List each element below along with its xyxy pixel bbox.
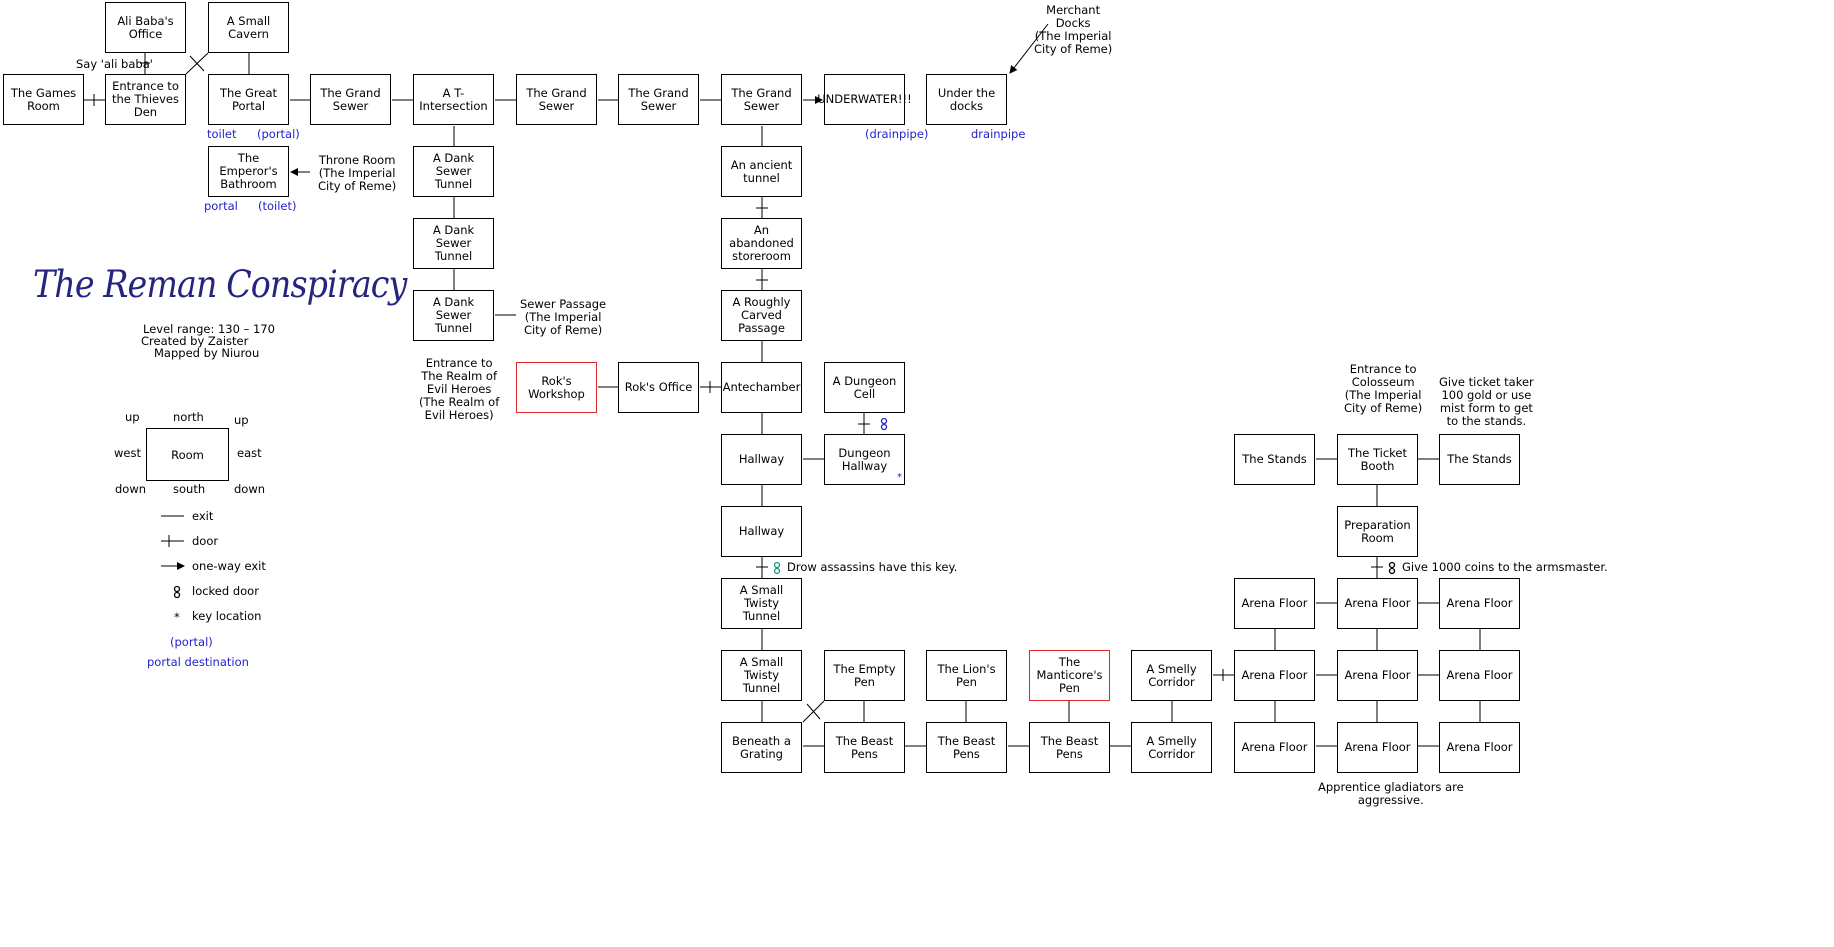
room-small-twisty-tunnel[interactable]: A Small Twisty Tunnel <box>721 578 802 629</box>
room-antechamber[interactable]: Antechamber <box>721 362 802 413</box>
oneway-docks <box>1009 23 1049 74</box>
room-arena-floor[interactable]: Arena Floor <box>1439 722 1520 773</box>
lock-icon <box>1388 561 1396 575</box>
cross-grating-emptypen <box>806 703 821 720</box>
note-gladiators: Apprentice gladiators are aggressive. <box>1318 780 1464 807</box>
note-throne-room: Throne Room (The Imperial City of Reme) <box>318 153 397 193</box>
room-under-docks[interactable]: Under the docks <box>926 74 1007 125</box>
note-realm-evil-heroes: Entrance to The Realm of Evil Heroes (Th… <box>419 356 500 422</box>
room-games-room[interactable]: The Games Room <box>3 74 84 125</box>
room-hallway[interactable]: Hallway <box>721 506 802 557</box>
room-grand-sewer[interactable]: The Grand Sewer <box>310 74 391 125</box>
legend-door: door <box>192 534 219 548</box>
room-arena-floor[interactable]: Arena Floor <box>1234 722 1315 773</box>
legend-key-symbol: * <box>174 610 180 624</box>
room-beast-pens[interactable]: The Beast Pens <box>926 722 1007 773</box>
legend-portal-destination: portal destination <box>147 655 249 669</box>
note-colosseum: Entrance to Colosseum (The Imperial City… <box>1344 362 1423 415</box>
legend-one-way: one-way exit <box>192 559 266 573</box>
room-rough-passage[interactable]: A Roughly Carved Passage <box>721 290 802 341</box>
note-sewer-passage: Sewer Passage (The Imperial City of Reme… <box>520 297 607 337</box>
room-stands[interactable]: The Stands <box>1439 434 1520 485</box>
room-thieves-den[interactable]: Entrance to the Thieves Den <box>105 74 186 125</box>
room-beast-pens[interactable]: The Beast Pens <box>824 722 905 773</box>
room-dank-sewer-tunnel[interactable]: A Dank Sewer Tunnel <box>413 290 494 341</box>
legend-south: south <box>173 482 206 496</box>
room-great-portal[interactable]: The Great Portal <box>208 74 289 125</box>
room-small-twisty-tunnel[interactable]: A Small Twisty Tunnel <box>721 650 802 701</box>
room-hallway[interactable]: Hallway <box>721 434 802 485</box>
room-arena-floor[interactable]: Arena Floor <box>1234 578 1315 629</box>
legend-up: up <box>234 413 249 427</box>
legend-portal: (portal) <box>170 635 213 649</box>
lock-icon <box>173 585 181 599</box>
label-portal[interactable]: portal <box>204 199 238 213</box>
note-drow-key: Drow assassins have this key. <box>787 560 958 574</box>
note-merchant-docks: Merchant Docks (The Imperial City of Rem… <box>1034 3 1113 56</box>
room-emperor-bathroom[interactable]: The Emperor's Bathroom <box>208 146 289 197</box>
room-dank-sewer-tunnel[interactable]: A Dank Sewer Tunnel <box>413 146 494 197</box>
room-dungeon-cell[interactable]: A Dungeon Cell <box>824 362 905 413</box>
room-preparation-room[interactable]: Preparation Room <box>1337 506 1418 557</box>
legend-down: down <box>234 482 266 496</box>
room-arena-floor[interactable]: Arena Floor <box>1337 578 1418 629</box>
room-arena-floor[interactable]: Arena Floor <box>1337 650 1418 701</box>
map-connections <box>84 23 1481 747</box>
room-arena-floor[interactable]: Arena Floor <box>1439 578 1520 629</box>
room-arena-floor[interactable]: Arena Floor <box>1439 650 1520 701</box>
room-beneath-grating[interactable]: Beneath a Grating <box>721 722 802 773</box>
note-ticket-taker: Give ticket taker 100 gold or use mist f… <box>1439 375 1534 428</box>
note-armsmaster: Give 1000 coins to the armsmaster. <box>1402 560 1608 574</box>
legend-down: down <box>115 482 147 496</box>
room-dank-sewer-tunnel[interactable]: A Dank Sewer Tunnel <box>413 218 494 269</box>
cross-thieves-cavern <box>189 55 205 72</box>
room-smelly-corridor[interactable]: A Smelly Corridor <box>1131 650 1212 701</box>
room-smelly-corridor[interactable]: A Smelly Corridor <box>1131 722 1212 773</box>
label-portal[interactable]: (portal) <box>257 127 300 141</box>
room-rok-office[interactable]: Rok's Office <box>618 362 699 413</box>
room-t-intersection[interactable]: A T-Intersection <box>413 74 494 125</box>
created-by: Created by Zaister <box>141 334 249 348</box>
lock-icon <box>773 561 781 575</box>
map-title: The Reman Conspiracy <box>33 263 407 306</box>
mapped-by: Mapped by Niurou <box>154 346 260 360</box>
room-beast-pens[interactable]: The Beast Pens <box>1029 722 1110 773</box>
room-grand-sewer[interactable]: The Grand Sewer <box>516 74 597 125</box>
room-lion-pen[interactable]: The Lion's Pen <box>926 650 1007 701</box>
area-map: Ali Baba's Office A Small Cavern The Gam… <box>3 2 1608 807</box>
legend-room-box: Room <box>146 428 229 481</box>
room-arena-floor[interactable]: Arena Floor <box>1234 650 1315 701</box>
lock-icon <box>880 417 888 431</box>
legend-locked-door: locked door <box>192 584 259 598</box>
room-dungeon-hallway[interactable]: Dungeon Hallway <box>824 434 905 485</box>
room-manticore-pen[interactable]: The Manticore's Pen <box>1029 650 1110 701</box>
room-ancient-tunnel[interactable]: An ancient tunnel <box>721 146 802 197</box>
label-toilet[interactable]: toilet <box>207 127 237 141</box>
legend-exit: exit <box>192 509 214 523</box>
legend-north: north <box>173 410 204 424</box>
legend-west: west <box>114 446 141 460</box>
label-drainpipe[interactable]: drainpipe <box>971 127 1026 141</box>
room-rok-workshop[interactable]: Rok's Workshop <box>516 362 597 413</box>
room-ali-baba-office[interactable]: Ali Baba's Office <box>105 2 186 53</box>
room-grand-sewer[interactable]: The Grand Sewer <box>721 74 802 125</box>
note-say-ali-baba: Say 'ali baba' <box>76 57 153 71</box>
level-range: Level range: 130 – 170 <box>143 322 275 336</box>
room-ticket-booth[interactable]: The Ticket Booth <box>1337 434 1418 485</box>
legend-east: east <box>237 446 262 460</box>
room-empty-pen[interactable]: The Empty Pen <box>824 650 905 701</box>
label-toilet[interactable]: (toilet) <box>258 199 297 213</box>
label-drainpipe[interactable]: (drainpipe) <box>865 127 929 141</box>
room-underwater[interactable]: UNDERWATER!!! <box>817 74 912 125</box>
key-location-marker: * <box>897 472 902 483</box>
legend-up: up <box>125 410 140 424</box>
room-grand-sewer[interactable]: The Grand Sewer <box>618 74 699 125</box>
room-stands[interactable]: The Stands <box>1234 434 1315 485</box>
room-abandoned-storeroom[interactable]: An abandoned storeroom <box>721 218 802 269</box>
room-arena-floor[interactable]: Arena Floor <box>1337 722 1418 773</box>
legend-key-location: key location <box>192 609 262 623</box>
room-small-cavern[interactable]: A Small Cavern <box>208 2 289 53</box>
